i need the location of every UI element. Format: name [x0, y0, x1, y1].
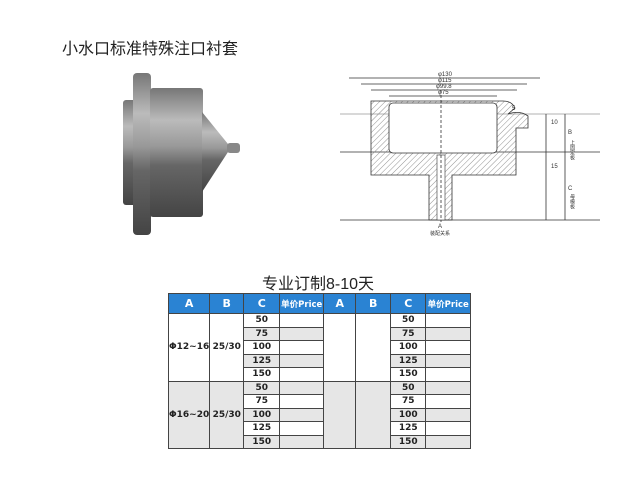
cell-b2	[355, 313, 392, 382]
cell-price2	[425, 313, 472, 328]
cell-c2: 100	[390, 340, 427, 355]
header-a: A	[167, 293, 211, 314]
cell-c: 125	[243, 421, 281, 436]
cell-b: 25/30	[209, 380, 245, 449]
cell-a: Φ16~20	[167, 380, 211, 449]
cell-price	[279, 407, 325, 422]
dim-b: B	[568, 130, 572, 136]
dim-75: φ75	[438, 90, 449, 96]
cell-price2	[425, 407, 472, 422]
table-row: 125 125	[169, 421, 472, 436]
product-photo	[123, 73, 240, 235]
cell-c2: 125	[390, 421, 427, 436]
cell-price2	[425, 380, 472, 395]
cell-c2: 150	[390, 367, 427, 382]
cell-c2: 75	[390, 326, 427, 341]
cell-price	[279, 380, 325, 395]
cell-c2: 75	[390, 394, 427, 409]
cell-a: Φ12~16	[167, 313, 211, 382]
cell-price2	[425, 421, 472, 436]
cell-price	[279, 326, 325, 341]
cell-c2: 50	[390, 380, 427, 395]
cell-c: 150	[243, 367, 281, 382]
cell-c: 100	[243, 407, 281, 422]
cell-c: 100	[243, 340, 281, 355]
page-title: 小水口标准特殊注口衬套	[62, 41, 239, 58]
header-b2: B	[355, 293, 392, 314]
cell-c: 50	[243, 313, 281, 328]
cell-c2: 50	[390, 313, 427, 328]
header-price2: 单价Price	[425, 293, 472, 314]
dim-99-8: φ99.8	[436, 84, 452, 90]
cell-price2	[425, 367, 472, 382]
header-price: 单价Price	[279, 293, 325, 314]
cell-price	[279, 313, 325, 328]
table-row: 100 100	[169, 407, 472, 422]
dim-130: φ130	[438, 72, 453, 78]
table-row: 150 150	[169, 434, 472, 449]
table-row: 100 100	[169, 340, 472, 355]
cell-b2	[355, 380, 392, 449]
cell-price2	[425, 340, 472, 355]
cell-c2: 100	[390, 407, 427, 422]
cell-c: 125	[243, 353, 281, 368]
cell-price	[279, 421, 325, 436]
dim-10: 10	[551, 120, 558, 126]
cell-price	[279, 394, 325, 409]
cell-price2	[425, 353, 472, 368]
cell-c: 75	[243, 394, 281, 409]
cell-c2: 150	[390, 434, 427, 449]
cell-price2	[425, 326, 472, 341]
header-c2: C	[390, 293, 427, 314]
table-header: A B C 单价Price A B C 单价Price	[167, 293, 472, 314]
cell-a2	[323, 313, 357, 382]
cell-c: 75	[243, 326, 281, 341]
mold-plate-label: 母模板	[569, 194, 575, 210]
cell-b: 25/30	[209, 313, 245, 382]
header-b: B	[209, 293, 245, 314]
cell-price	[279, 353, 325, 368]
upper-plate-label: 上固定板	[569, 139, 575, 161]
table-row: 125 125	[169, 353, 472, 368]
radius-label: 5	[512, 106, 516, 112]
dim-115: φ115	[438, 78, 452, 84]
cell-c: 150	[243, 434, 281, 449]
table-row: 75 75	[169, 326, 472, 341]
cell-price	[279, 340, 325, 355]
cell-c: 50	[243, 380, 281, 395]
header-c: C	[243, 293, 281, 314]
header-a2: A	[323, 293, 357, 314]
cell-price2	[425, 434, 472, 449]
table-row: 75 75	[169, 394, 472, 409]
cell-price2	[425, 394, 472, 409]
cell-a2	[323, 380, 357, 449]
technical-drawing: φ130 φ115 φ99.8 φ75 5 10 B 15 C 上固定板 母模板…	[340, 72, 600, 237]
dim-15: 15	[551, 164, 558, 170]
cell-c2: 125	[390, 353, 427, 368]
table-row: 150 150	[169, 367, 472, 382]
assembly-label: 装配关系	[430, 230, 450, 237]
dim-c: C	[568, 186, 573, 192]
section-subtitle: 专业订制8-10天	[261, 276, 375, 293]
dim-a: A	[438, 224, 442, 230]
cell-price	[279, 434, 325, 449]
cell-price	[279, 367, 325, 382]
